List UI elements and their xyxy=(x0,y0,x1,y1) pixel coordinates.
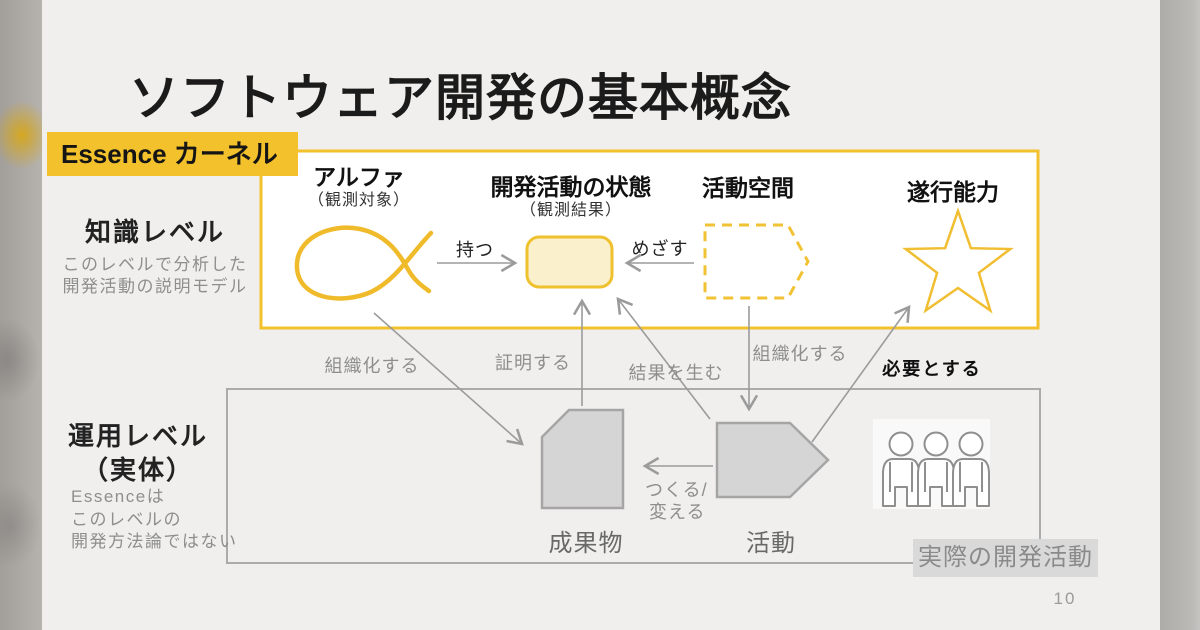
arrow-require xyxy=(811,304,911,443)
activity-label: 活動 xyxy=(746,530,796,557)
right-blur-bar xyxy=(1160,0,1200,630)
reality-box xyxy=(226,388,1041,564)
alpha-sublabel: （観測対象） xyxy=(307,192,410,209)
left-blur-bar xyxy=(0,0,42,630)
relation-aim-label: めざす xyxy=(631,239,689,259)
relation-produce-label: 結果を生む xyxy=(628,363,724,383)
knowledge-level-title: 知識レベル xyxy=(84,217,225,247)
alpha-label: アルファ xyxy=(313,164,405,190)
relation-prove-label: 証明する xyxy=(495,353,571,373)
activity-space-icon xyxy=(703,223,810,300)
alpha-icon xyxy=(294,225,434,301)
activity-space-label: 活動空間 xyxy=(702,175,794,201)
operation-level-title: 運用レベル xyxy=(67,421,208,451)
work-product-label: 成果物 xyxy=(548,530,624,557)
operation-level-desc-1: Essenceは xyxy=(71,487,166,506)
state-label: 開発活動の状態 xyxy=(490,174,652,200)
activity-arrow-icon xyxy=(715,421,830,499)
person-icon xyxy=(952,431,990,507)
operation-level-desc-2: このレベルの xyxy=(71,510,182,529)
relation-require-label: 必要とする xyxy=(882,359,982,379)
relation-create-label-2: 変える xyxy=(649,502,706,522)
relation-organize-right-label: 組織化する xyxy=(752,344,848,364)
operation-level-desc-3: 開発方法論ではない xyxy=(71,532,238,551)
person-icon xyxy=(882,431,920,507)
work-product-icon xyxy=(540,408,625,510)
relation-create-label-1: つくる/ xyxy=(645,480,708,500)
competency-label: 遂行能力 xyxy=(907,179,999,205)
relation-has-label: 持つ xyxy=(456,240,494,260)
team-icon xyxy=(873,419,990,509)
reality-caption: 実際の開発活動 xyxy=(913,539,1098,577)
knowledge-level-desc-2: 開発活動の説明モデル xyxy=(62,277,248,296)
arrow-produce xyxy=(616,296,711,420)
page-title: ソフトウェア開発の基本概念 xyxy=(129,70,792,126)
relation-organize-left-label: 組織化する xyxy=(324,356,420,376)
arrow-organize-left xyxy=(373,312,524,446)
knowledge-level-desc-1: このレベルで分析した xyxy=(62,255,248,274)
page-number: 10 xyxy=(1053,589,1077,608)
relation-arrows xyxy=(373,253,911,476)
person-icon xyxy=(917,431,955,507)
kernel-box xyxy=(259,149,1040,330)
operation-level-subtitle: （実体） xyxy=(81,455,194,485)
competency-star-icon xyxy=(902,207,1014,314)
state-card-icon xyxy=(525,235,614,289)
kernel-tag: Essence カーネル xyxy=(47,132,298,176)
state-sublabel: （観測結果） xyxy=(519,202,622,219)
